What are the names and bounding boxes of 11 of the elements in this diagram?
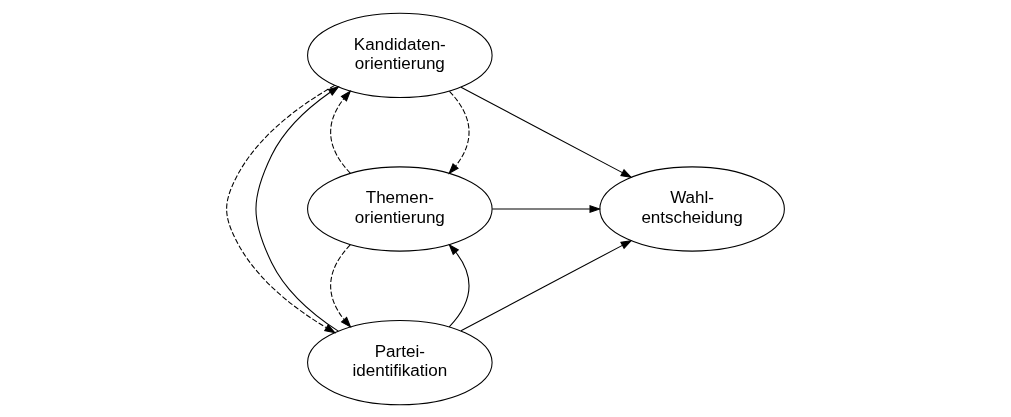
arrow bbox=[448, 90, 470, 174]
arrow bbox=[460, 239, 633, 331]
arrow bbox=[491, 204, 602, 213]
arrow bbox=[255, 85, 340, 332]
arrow bbox=[330, 89, 352, 174]
arrow bbox=[330, 243, 352, 328]
node-ellipse: Themen- orientierung bbox=[307, 165, 493, 252]
arrow bbox=[460, 86, 633, 178]
node-ellipse: Partei- identifikation bbox=[307, 319, 493, 405]
arrow bbox=[448, 243, 470, 327]
arrow bbox=[226, 84, 337, 333]
